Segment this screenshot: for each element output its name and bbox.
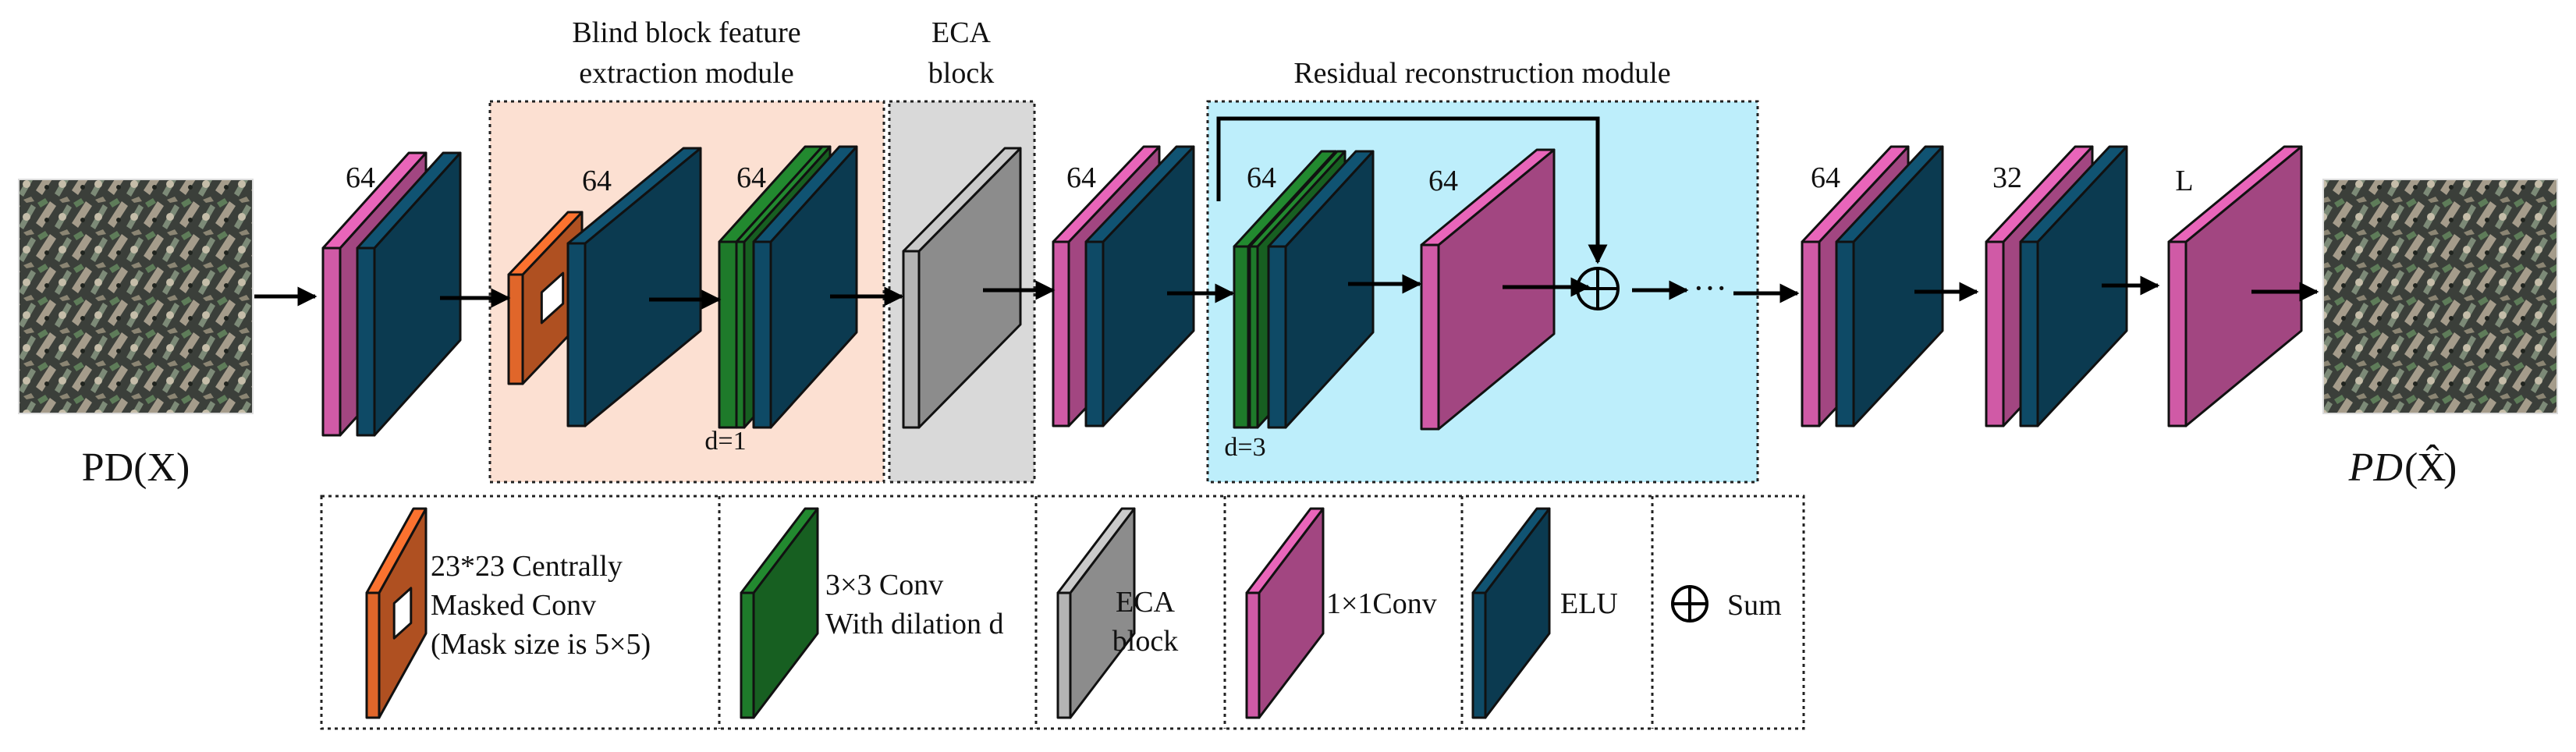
eca-module-title-line1: ECA (931, 16, 992, 49)
dilation-label-d3: d=3 (1224, 433, 1265, 462)
block-elu-5 (1267, 150, 1375, 429)
blind-module-title-line2: extraction module (579, 57, 793, 90)
output-label-xhat: X̂ (2417, 444, 2446, 490)
channel-label-9: L (2175, 165, 2193, 197)
legend-sum-label: Sum (1727, 589, 1782, 622)
legend-eca-line1: ECA (1116, 586, 1176, 619)
input-label: PD(X) (82, 445, 190, 490)
flow-arrows (254, 116, 2319, 310)
block-eca (902, 147, 1022, 429)
channel-label-5: 64 (1247, 161, 1276, 194)
sum-node-icon (1576, 267, 1620, 310)
legend-masked-conv-line2: Masked Conv (431, 589, 596, 622)
ellipsis: ··· (1693, 269, 1727, 307)
output-label-paren-close: ) (2443, 445, 2457, 490)
legend-masked-conv-icon (365, 507, 428, 719)
block-elu-1 (356, 151, 462, 437)
block-elu-7 (2019, 145, 2128, 427)
dilation-label-d1: d=1 (704, 427, 746, 456)
channel-label-6: 64 (1428, 165, 1458, 197)
output-image (2322, 179, 2558, 414)
legend-icons (365, 507, 1551, 719)
block-1x1conv-3 (1420, 148, 1556, 431)
legend-dilated-conv-icon (740, 507, 819, 719)
channel-label-3: 64 (736, 161, 766, 194)
block-1x1conv-6 (2167, 145, 2303, 427)
legend-elu-label: ELU (1560, 587, 1618, 620)
legend-conv1x1-label: 1×1Conv (1326, 587, 1437, 620)
legend-eca-icon (1056, 507, 1136, 719)
output-label-paren-open: ( (2404, 445, 2418, 490)
legend-eca-line2: block (1112, 625, 1178, 658)
eca-module-title-line2: block (928, 57, 994, 90)
block-elu-2 (566, 147, 702, 427)
legend-dilated-conv-line1: 3×3 Conv (825, 569, 943, 601)
legend-conv1x1-icon (1245, 507, 1325, 719)
layer-blocks (321, 145, 2303, 437)
channel-label-7: 64 (1811, 161, 1840, 194)
block-elu-4 (1084, 145, 1195, 427)
residual-module-title: Residual reconstruction module (1293, 57, 1670, 90)
legend-dilated-conv-line2: With dilation d (825, 608, 1004, 640)
channel-label-4: 64 (1066, 161, 1096, 194)
input-image (18, 179, 254, 414)
output-label-pd: PD (2348, 445, 2403, 490)
channel-label-2: 64 (582, 165, 612, 197)
legend-sum-icon (1671, 585, 1708, 623)
channel-label-1: 64 (346, 161, 375, 194)
blind-module-title-line1: Blind block feature (572, 16, 800, 49)
legend-masked-conv-line3: (Mask size is 5×5) (431, 628, 651, 661)
channel-label-8: 32 (1992, 161, 2022, 194)
block-elu-3 (752, 145, 858, 429)
legend-elu-icon (1471, 507, 1551, 719)
block-elu-6 (1835, 145, 1944, 427)
legend-masked-conv-line1: 23*23 Centrally (431, 550, 623, 583)
